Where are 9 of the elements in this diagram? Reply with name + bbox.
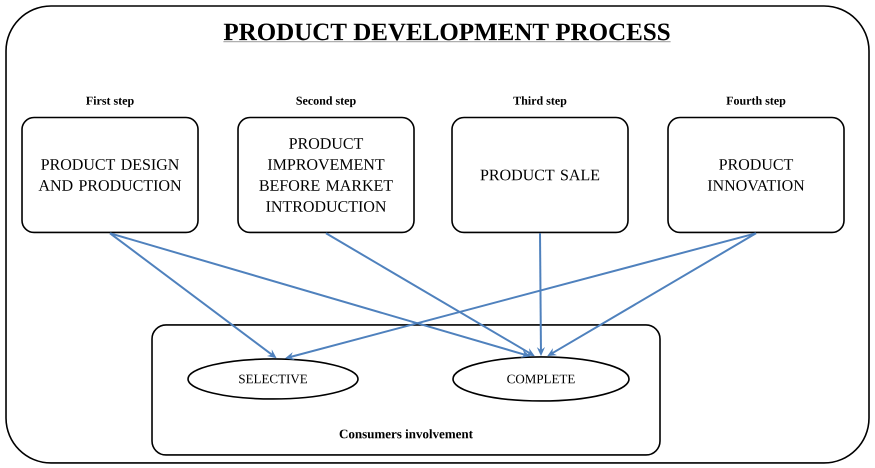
title: PRODUCT DEVELOPMENT PROCESS xyxy=(223,24,671,42)
step-label: Third step xyxy=(513,96,566,108)
process-box: PRODUCT IMPROVEMENT BEFORE MARKET INTRODUCTION xyxy=(237,116,415,234)
step-label: First step xyxy=(86,96,134,108)
step-label: Second step xyxy=(296,96,356,108)
step-label: Fourth step xyxy=(726,96,786,108)
process-box: PRODUCT SALE xyxy=(451,116,629,234)
process-box: PRODUCT DESIGN AND PRODUCTION xyxy=(21,116,199,234)
process-box: PRODUCT INNOVATION xyxy=(667,116,845,234)
